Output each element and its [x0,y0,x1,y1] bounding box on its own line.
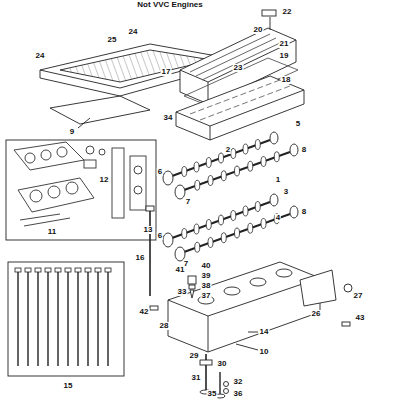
callout-number: 8 [301,146,307,154]
callout-number: 18 [281,76,292,84]
cover-plate [300,270,336,306]
callout-number: 43 [355,314,366,322]
leader [248,332,258,333]
leader [78,118,90,128]
callout-number: 20 [253,26,264,34]
carrier-bores [190,80,290,120]
callout-number: 36 [233,390,244,398]
carrier-edge [176,90,304,140]
valves [200,354,229,398]
dowel [150,306,158,310]
callout-number: 8 [301,208,307,216]
bolt [149,210,151,296]
callout-number: 30 [217,360,228,368]
callout-number: 24 [35,52,46,60]
callout-number: 29 [189,352,200,360]
callout-number: 41 [175,266,186,274]
filler-cap [262,10,276,16]
callout-number: 42 [139,308,150,316]
callout-number: 7 [185,198,191,206]
cam-carrier [176,76,304,140]
callout-number: 39 [201,272,212,280]
callout-number: 1 [275,176,281,184]
diagram-title: Not VVC Engines [137,1,202,9]
cam-lobes [182,140,280,253]
callout-number: 40 [201,262,212,270]
callout-number: 26 [311,310,322,318]
callout-number: 33 [177,288,188,296]
cam-cover-ribs [190,34,282,80]
callout-number: 25 [107,36,118,44]
dowel [342,322,350,326]
callout-number: 32 [233,378,244,386]
callout-number: 31 [191,374,202,382]
callout-number: 12 [99,176,110,184]
callout-number: 5 [295,120,301,128]
callout-number: 9 [69,128,75,136]
plug [344,284,352,292]
bolt-head [146,206,154,211]
callout-number: 15 [63,382,74,390]
callout-number: 37 [201,292,212,300]
callout-number: 35 [207,390,218,398]
cylinder-head [168,262,320,352]
callout-number: 24 [128,28,139,36]
callout-number: 3 [283,188,289,196]
callout-number: 22 [282,8,293,16]
head-edge [168,278,320,352]
callout-number: 2 [225,146,231,154]
callout-number: 19 [279,52,290,60]
callout-number: 21 [279,40,290,48]
gasket-set-box [6,140,156,240]
callout-number: 17 [161,68,172,76]
callout-number: 28 [159,322,170,330]
callout-number: 38 [201,282,212,290]
leader [236,344,258,350]
camshafts [172,140,290,252]
valve-gear [188,276,196,298]
seals [163,132,298,261]
callout-number: 16 [135,254,146,262]
callout-number: 4 [275,214,281,222]
callout-number: 11 [47,228,57,236]
bolt-box [8,262,124,376]
callout-number: 34 [163,114,174,122]
callout-number: 6 [157,168,163,176]
gasket-set [14,142,146,226]
callout-number: 14 [259,328,270,336]
callout-number: 6 [157,232,163,240]
callout-number: 27 [353,292,364,300]
callout-number: 10 [259,348,270,356]
callout-number: 13 [143,226,154,234]
head-bolts [15,268,111,366]
stud [270,17,271,30]
head-bores [198,269,292,304]
callout-number: 23 [233,64,244,72]
gasket [50,96,150,124]
